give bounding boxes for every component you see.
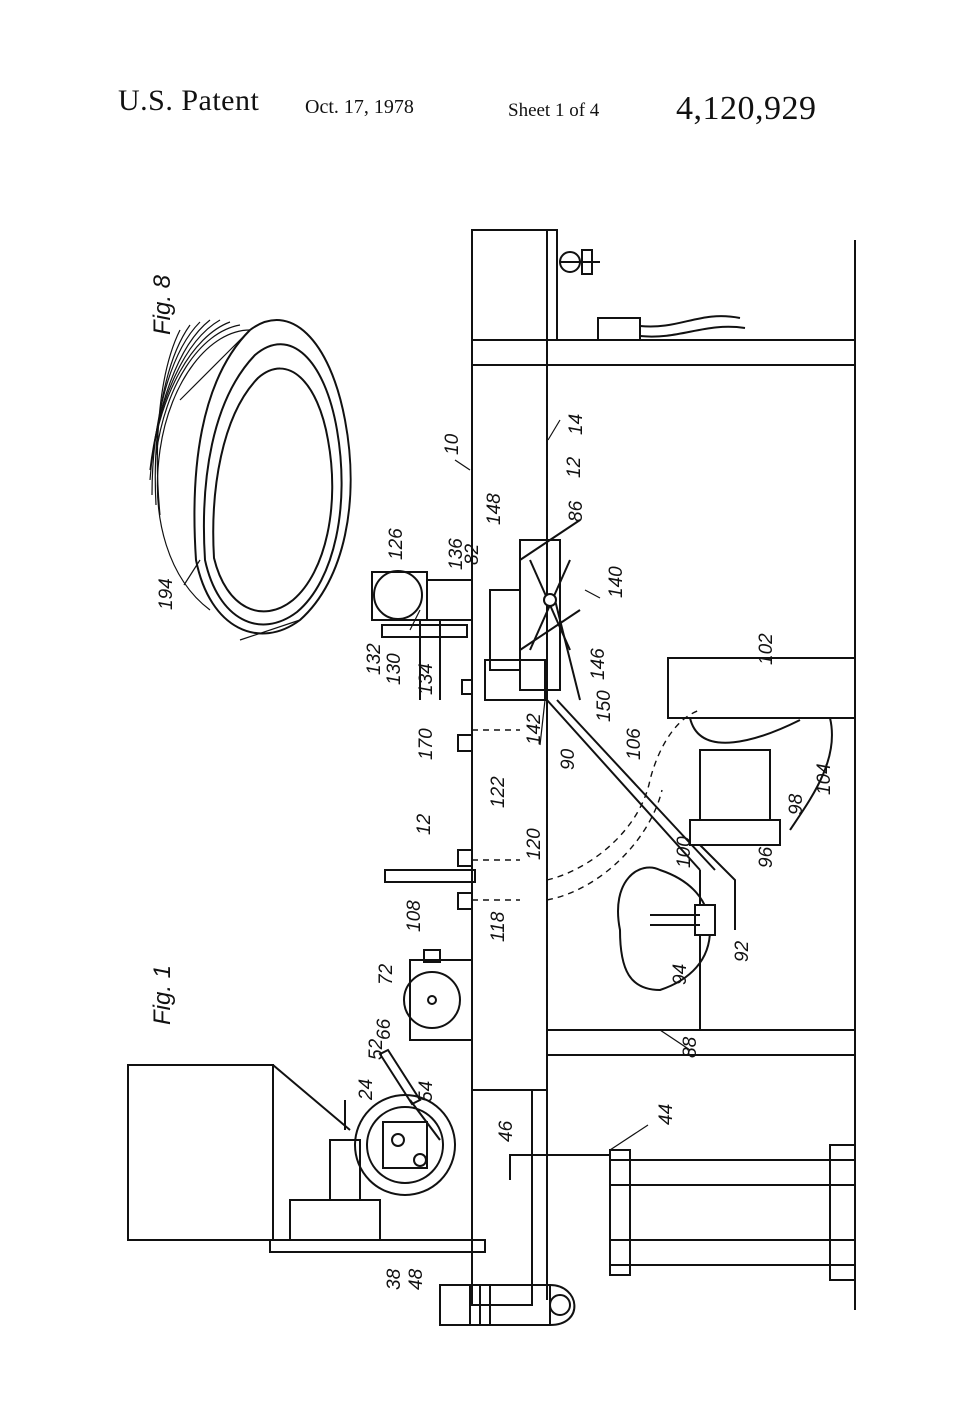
ref-52: 52 [366,1038,387,1060]
ref-140: 140 [606,566,627,598]
handle-108 [384,869,476,883]
linkage-140 [484,519,581,701]
reel-48 [439,1284,576,1326]
sheet-number: Sheet 1 of 4 [508,100,600,121]
ref-134: 134 [416,663,437,695]
ref-92: 92 [732,940,753,962]
rail-clamps [457,679,473,910]
ref-132: 132 [364,643,385,675]
top-valve-fitting [559,249,600,275]
ref-106: 106 [624,728,645,760]
ref-136: 136 [446,538,467,570]
figure-label-fig1: Fig. 1 [149,965,176,1025]
pump-92-94 [617,866,716,992]
ref-48: 48 [406,1268,427,1290]
patent-date: Oct. 17, 1978 [305,96,414,118]
dashed-piping [472,709,701,901]
ref-66: 66 [374,1018,395,1040]
patent-number: 4,120,929 [676,90,817,127]
ref-150: 150 [594,690,615,722]
air-hose [597,315,746,341]
ref-108: 108 [404,900,425,932]
ref-194: 194 [156,578,177,610]
ref-96: 96 [756,846,777,868]
ref-82: 82 [462,543,483,565]
ref-100: 100 [674,836,695,868]
ref-86: 86 [566,500,587,522]
ref-44: 44 [656,1104,677,1125]
cabinet-102 [667,657,856,831]
ref-146: 146 [588,648,609,680]
ref-148: 148 [484,493,505,525]
motor-96-98 [689,749,781,930]
ref-54: 54 [416,1081,437,1102]
ref-38: 38 [384,1268,405,1290]
ref-10: 10 [442,433,463,455]
roller-head-24 [127,1064,486,1253]
ref-104: 104 [814,763,835,795]
shear-assembly [371,570,473,700]
reference-numerals: 10 14 12 86 148 82 136 126 140 102 132 1… [156,414,835,1290]
drive-rod [546,699,716,871]
chute-88 [547,870,701,1031]
ref-120: 120 [524,828,545,860]
ref-122: 122 [488,776,509,808]
frame-44 [471,1089,856,1306]
ref-94: 94 [670,964,691,985]
tool-52 [378,1048,441,1141]
leader-lines [183,419,691,1151]
ref-98: 98 [786,793,807,815]
ref-142: 142 [524,713,545,745]
ref-118: 118 [488,911,509,942]
ref-46: 46 [496,1120,517,1142]
ref-102: 102 [756,633,777,665]
ref-130: 130 [384,653,405,685]
coil-194 [149,319,352,641]
ref-170: 170 [416,728,437,760]
figure-label-fig8: Fig. 8 [149,274,176,335]
ref-14: 14 [566,414,587,435]
ref-12a: 12 [564,456,585,478]
ref-90: 90 [558,748,579,770]
ref-72: 72 [376,963,397,985]
ref-24: 24 [356,1079,377,1101]
motor-72 [403,949,473,1041]
ref-12b: 12 [414,813,435,835]
ref-126: 126 [386,528,407,560]
patent-label: U.S. Patent [118,84,260,117]
ref-88: 88 [680,1036,701,1058]
machine-frame [471,229,856,1310]
